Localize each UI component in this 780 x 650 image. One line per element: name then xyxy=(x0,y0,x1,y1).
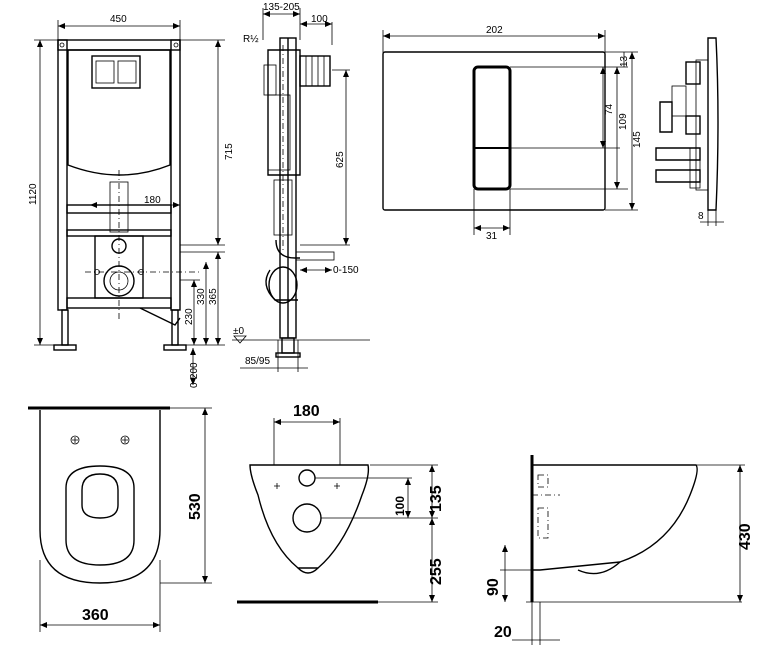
outlet-adjust-label: 0-150 xyxy=(333,265,359,276)
floor-zero-label: ±0 xyxy=(233,326,244,337)
plate-dim-13-label: 13 xyxy=(619,55,630,67)
plate-width-label: 202 xyxy=(486,25,503,36)
bowl-dim-100-label: 100 xyxy=(393,496,407,516)
frame-height-label: 1120 xyxy=(28,183,39,205)
bowl-width-label: 360 xyxy=(82,607,109,624)
plate-dim-31-label: 31 xyxy=(486,231,498,242)
frame-side-view: 135-205 100 R½ ±0 625 0-1 xyxy=(232,2,370,372)
flush-plate-front-view: 202 13 74 109 145 31 xyxy=(382,25,643,242)
dim-230-label: 230 xyxy=(184,308,195,325)
bowl-height-label: 430 xyxy=(737,523,754,550)
bowl-dim-135-label: 135 xyxy=(428,485,445,512)
bowl-dim-20-label: 20 xyxy=(494,624,512,641)
dim-330-label: 330 xyxy=(196,288,207,305)
frame-width-label: 450 xyxy=(110,14,127,25)
plate-depth-label: 8 xyxy=(698,211,704,222)
depth-range-label: 135-205 xyxy=(263,2,300,13)
bowl-side-view: 430 90 20 xyxy=(485,455,754,645)
bowl-top-view: 530 360 xyxy=(28,406,212,632)
leg-adjust-label: 0-200 xyxy=(189,362,200,388)
inlet-offset-label: 100 xyxy=(311,14,328,25)
bowl-dim-90-label: 90 xyxy=(485,578,502,596)
dim-625-label: 625 xyxy=(335,151,346,168)
bolt-spacing-label: 180 xyxy=(144,195,161,206)
dim-715-label: 715 xyxy=(224,143,235,160)
plate-dim-109-label: 109 xyxy=(618,113,629,130)
plate-dim-74-label: 74 xyxy=(604,103,615,115)
bowl-bolt-spacing-label: 180 xyxy=(293,403,320,420)
bowl-length-label: 530 xyxy=(187,493,204,520)
foot-depth-label: 85/95 xyxy=(245,356,270,367)
bowl-front-view: 180 100 135 255 xyxy=(237,403,445,604)
plate-dim-145-label: 145 xyxy=(632,131,643,148)
dim-365-label: 365 xyxy=(208,288,219,305)
flush-plate-side-view: 8 xyxy=(655,37,724,226)
bowl-dim-255-label: 255 xyxy=(428,558,445,585)
frame-front-view: 450 1120 180 xyxy=(28,14,235,388)
thread-label: R½ xyxy=(243,34,259,45)
